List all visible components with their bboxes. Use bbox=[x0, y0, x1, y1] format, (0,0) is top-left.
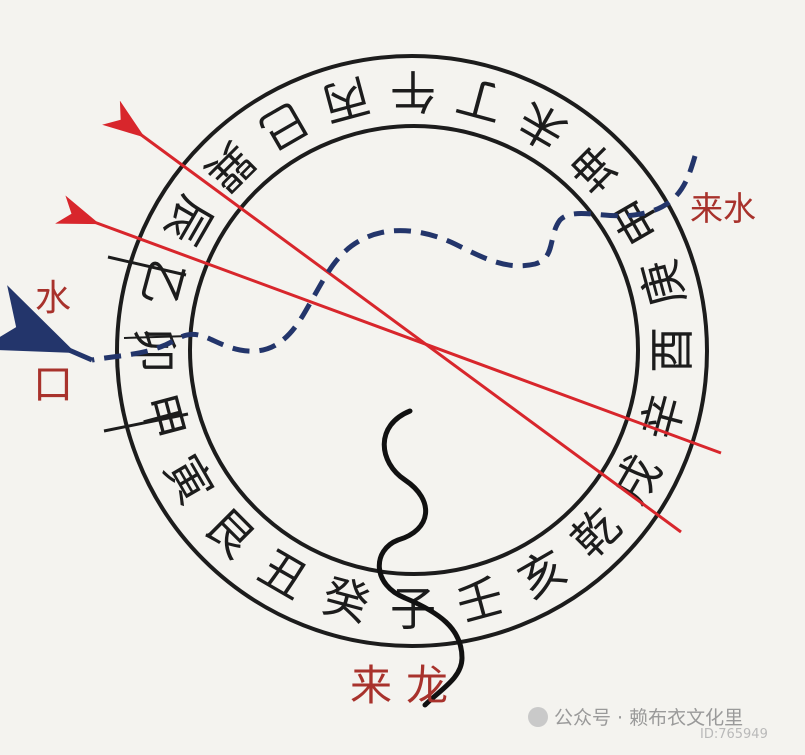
watermark-text: 公众号 · 赖布衣文化里 bbox=[554, 707, 744, 729]
ring-char-19: 酉 bbox=[645, 327, 699, 373]
ring-char-13: 午 bbox=[390, 64, 436, 118]
compass-inner-ring bbox=[188, 124, 640, 576]
ring-char-11: 巳 bbox=[250, 91, 317, 161]
ring-char-8: 乙 bbox=[131, 254, 195, 312]
water-outlet-label-bottom: 口 bbox=[33, 362, 73, 408]
incoming-dragon-line bbox=[376, 408, 465, 708]
sight-line-upper bbox=[102, 100, 682, 534]
ring-char-20: 辛 bbox=[631, 388, 695, 446]
incoming-dragon-label: 来龙 bbox=[350, 661, 462, 710]
wechat-icon bbox=[528, 707, 548, 727]
ring-char-2: 癸 bbox=[317, 568, 375, 632]
ring-char-6: 甲 bbox=[131, 388, 195, 446]
ring-char-7: 卯 bbox=[127, 327, 181, 373]
ring-char-12: 丙 bbox=[317, 68, 375, 132]
water-outlet-label-top: 水 bbox=[35, 278, 71, 319]
ring-char-14: 丁 bbox=[451, 68, 509, 132]
ring-divider-mid bbox=[123, 335, 191, 339]
ring-char-3: 丑 bbox=[250, 539, 317, 609]
compass-outer-ring bbox=[115, 54, 709, 648]
incoming-water-label: 来水 bbox=[690, 189, 756, 228]
ring-char-24: 壬 bbox=[451, 568, 509, 632]
ring-characters: 子癸丑艮寅甲卯乙辰巽巳丙午丁未坤申庚酉辛戌乾亥壬 bbox=[127, 64, 699, 636]
ring-char-18: 庚 bbox=[631, 254, 695, 312]
ring-divider-top bbox=[107, 255, 187, 277]
watermark: 公众号 · 赖布衣文化里 bbox=[528, 703, 743, 730]
watermark-id: ID:765949 bbox=[700, 727, 768, 742]
incoming-water-path bbox=[91, 155, 698, 363]
ring-char-5: 寅 bbox=[154, 446, 224, 513]
sight-line-lower bbox=[55, 195, 722, 455]
ring-char-9: 辰 bbox=[154, 187, 224, 254]
water-outlet-arrow bbox=[0, 285, 93, 363]
ring-divider-bottom bbox=[103, 412, 189, 433]
